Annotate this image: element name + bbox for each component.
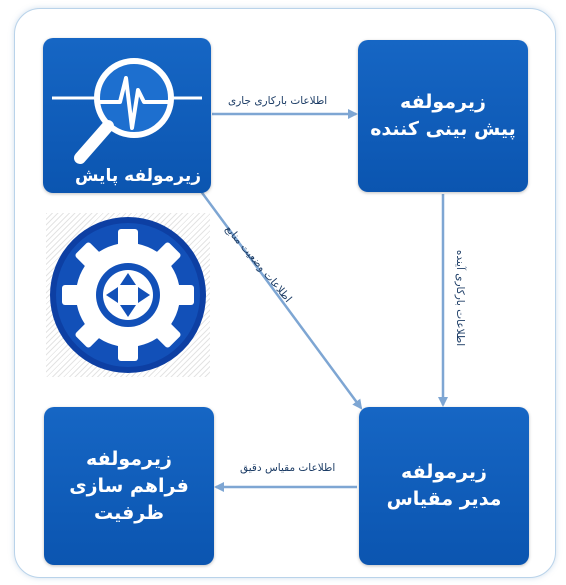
scale-manager-subtitle: مدیر مقیاس <box>386 488 502 510</box>
predictor-component-box: زیرمولفه پیش بینی کننده <box>358 40 528 192</box>
current-load-info-label: اطلاعات بارکاری جاری <box>228 95 328 107</box>
arrow-monitor-to-scale <box>198 189 363 410</box>
predictor-subtitle: پیش بینی کننده <box>370 118 516 140</box>
future-load-info-label: اطلاعات بارکاری آینده <box>454 249 467 347</box>
capacity-subtitle-2: ظرفیت <box>93 501 165 524</box>
capacity-subtitle-1: فراهم سازی <box>69 474 189 497</box>
monitor-component-label: زیرمولفه پایش <box>75 166 201 186</box>
capacity-title: زیرمولفه <box>86 447 172 470</box>
precise-scale-info-label: اطلاعات مقیاس دقیق <box>240 462 336 474</box>
capacity-provisioning-component-box: زیرمولفه فراهم سازی ظرفیت <box>44 407 214 565</box>
scale-manager-component-box: زیرمولفه مدیر مقیاس <box>359 407 529 565</box>
monitor-component-box: زیرمولفه پایش <box>43 38 211 193</box>
scale-manager-title: زیرمولفه <box>401 461 487 483</box>
predictor-title: زیرمولفه <box>400 91 486 113</box>
gear-arrows-icon <box>50 217 206 373</box>
magnifier-pulse-icon <box>52 58 202 164</box>
